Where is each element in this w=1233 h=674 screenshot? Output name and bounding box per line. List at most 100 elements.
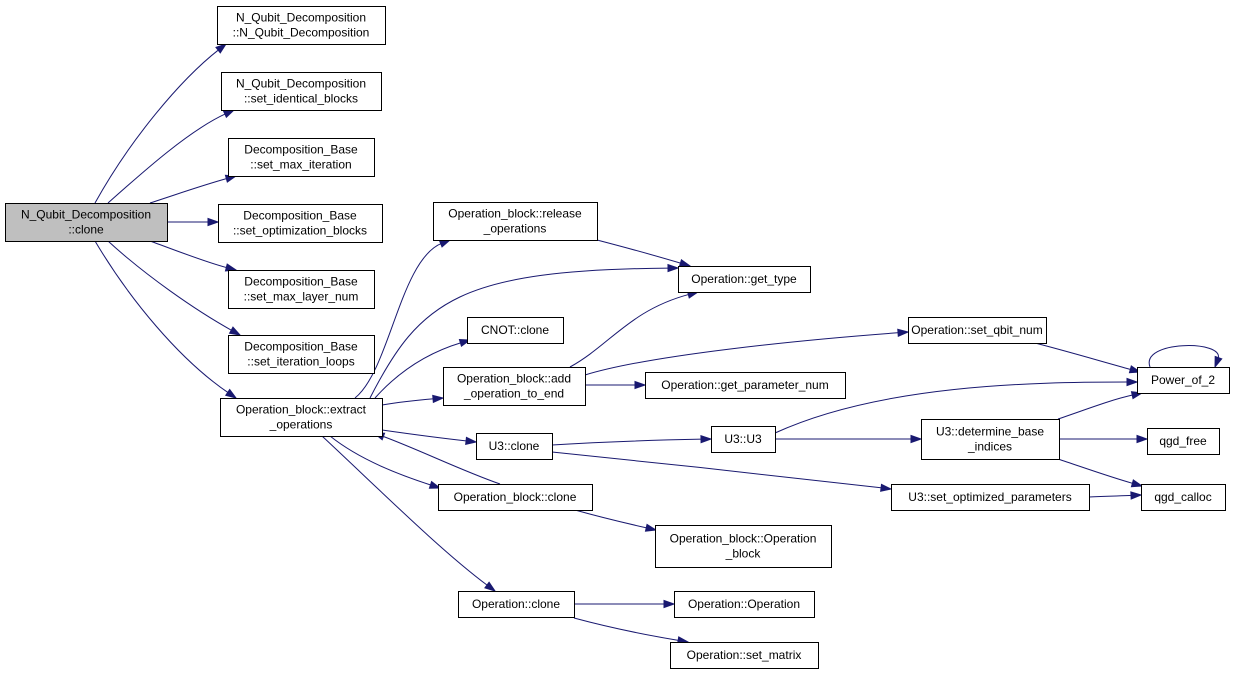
node-box bbox=[645, 372, 846, 399]
edge-n7-n8 bbox=[354, 239, 452, 399]
node-label: CNOT::clone bbox=[481, 323, 549, 337]
edge-n0-n1 bbox=[94, 43, 228, 204]
function-node[interactable]: Decomposition_Base::set_max_iteration bbox=[228, 138, 375, 177]
function-node[interactable]: N_Qubit_Decomposition::N_Qubit_Decomposi… bbox=[217, 6, 386, 45]
node-label: N_Qubit_Decomposition bbox=[21, 208, 151, 222]
edge-n11-n14 bbox=[585, 380, 647, 390]
arrowhead-icon bbox=[222, 109, 236, 119]
node-box bbox=[228, 335, 375, 374]
root-node[interactable]: N_Qubit_Decomposition::clone bbox=[5, 203, 168, 242]
node-label: _operations bbox=[269, 418, 333, 432]
node-box bbox=[1147, 428, 1220, 455]
node-box bbox=[674, 591, 815, 618]
edge-n23-n25 bbox=[573, 617, 690, 645]
arrowhead-icon bbox=[207, 217, 220, 227]
function-node[interactable]: Operation::set_qbit_num bbox=[908, 317, 1047, 344]
function-node[interactable]: Power_of_2 bbox=[1137, 367, 1230, 394]
node-box bbox=[5, 203, 168, 242]
edge-n0-n5 bbox=[149, 240, 238, 272]
node-label: Operation::set_matrix bbox=[687, 648, 802, 662]
node-label: _operations bbox=[483, 222, 547, 236]
function-node[interactable]: U3::clone bbox=[476, 433, 553, 460]
edge-n16-n17 bbox=[775, 434, 923, 444]
edge-n0-n7 bbox=[94, 240, 238, 399]
function-node[interactable]: Operation::Operation bbox=[674, 591, 815, 618]
node-label: Decomposition_Base bbox=[243, 209, 357, 223]
function-node[interactable]: U3::set_optimized_parameters bbox=[891, 484, 1090, 511]
arrowhead-icon bbox=[678, 258, 692, 268]
node-box bbox=[1141, 484, 1226, 511]
call-edges bbox=[94, 43, 1223, 645]
node-label: ::set_iteration_loops bbox=[247, 355, 354, 369]
function-node[interactable]: U3::determine_base_indices bbox=[921, 419, 1060, 460]
edge-n15-n16 bbox=[551, 435, 713, 446]
function-node[interactable]: Operation_block::extract_operations bbox=[220, 398, 383, 437]
arrowhead-icon bbox=[1126, 377, 1139, 387]
node-label: Operation::clone bbox=[472, 597, 560, 611]
function-node[interactable]: CNOT::clone bbox=[467, 317, 564, 344]
node-label: _operation_to_end bbox=[463, 387, 564, 401]
node-label: _block bbox=[725, 547, 762, 561]
node-box bbox=[220, 398, 383, 437]
node-box bbox=[228, 270, 375, 309]
function-node[interactable]: Operation_block::add_operation_to_end bbox=[443, 367, 586, 406]
function-node[interactable]: Decomposition_Base::set_optimization_blo… bbox=[218, 204, 383, 243]
node-box bbox=[476, 433, 553, 460]
edge-n23-n24 bbox=[574, 599, 676, 609]
arrowhead-icon bbox=[438, 239, 452, 248]
node-label: U3::U3 bbox=[724, 432, 762, 446]
node-box bbox=[458, 591, 575, 618]
function-node[interactable]: Operation_block::clone bbox=[438, 484, 593, 511]
arrowhead-icon bbox=[224, 263, 238, 272]
edge-n17-n21 bbox=[1057, 458, 1144, 488]
function-node[interactable]: Operation_block::release_operations bbox=[433, 202, 598, 241]
arrowhead-icon bbox=[897, 328, 910, 337]
function-node[interactable]: N_Qubit_Decomposition::set_identical_blo… bbox=[221, 72, 382, 111]
edge-n0-n3 bbox=[149, 174, 238, 204]
arrowhead-icon bbox=[667, 263, 680, 273]
edge-n11-n12 bbox=[584, 328, 910, 376]
edge-n16-n13 bbox=[774, 377, 1139, 434]
arrowhead-icon bbox=[465, 436, 478, 446]
node-label: ::set_max_layer_num bbox=[244, 290, 359, 304]
arrowhead-icon bbox=[880, 483, 893, 492]
node-label: Operation_block::Operation bbox=[670, 532, 817, 546]
function-node[interactable]: qgd_free bbox=[1147, 428, 1220, 455]
node-box bbox=[443, 367, 586, 406]
node-box bbox=[670, 642, 819, 669]
function-node[interactable]: Operation::get_parameter_num bbox=[645, 372, 846, 399]
node-label: ::set_optimization_blocks bbox=[233, 224, 367, 238]
node-box bbox=[908, 317, 1047, 344]
call-nodes: N_Qubit_Decomposition::cloneN_Qubit_Deco… bbox=[5, 6, 1230, 669]
node-label: Decomposition_Base bbox=[244, 143, 358, 157]
edge-n12-n13 bbox=[1034, 342, 1142, 374]
function-node[interactable]: Operation::get_type bbox=[678, 266, 811, 293]
edge-n17-n18 bbox=[1059, 434, 1149, 444]
function-node[interactable]: U3::U3 bbox=[711, 426, 776, 453]
arrowhead-icon bbox=[1130, 479, 1144, 488]
arrowhead-icon bbox=[663, 599, 676, 609]
function-node[interactable]: Decomposition_Base::set_iteration_loops bbox=[228, 335, 375, 374]
function-node[interactable]: qgd_calloc bbox=[1141, 484, 1226, 511]
node-label: Operation::get_parameter_num bbox=[661, 378, 828, 392]
node-box bbox=[1137, 367, 1230, 394]
arrowhead-icon bbox=[224, 388, 238, 399]
arrowhead-icon bbox=[700, 435, 713, 444]
arrowhead-icon bbox=[1130, 491, 1143, 500]
edge-n7-n15 bbox=[381, 429, 478, 446]
node-box bbox=[467, 317, 564, 344]
edge-n7-n11 bbox=[381, 394, 445, 406]
node-label: Operation::set_qbit_num bbox=[911, 323, 1042, 337]
function-node[interactable]: Decomposition_Base::set_max_layer_num bbox=[228, 270, 375, 309]
edge-n0-n2 bbox=[107, 109, 236, 204]
arrowhead-icon bbox=[432, 394, 445, 404]
node-label: Power_of_2 bbox=[1151, 373, 1215, 387]
node-box bbox=[221, 72, 382, 111]
function-node[interactable]: Operation::clone bbox=[458, 591, 575, 618]
function-node[interactable]: Operation_block::Operation_block bbox=[655, 525, 832, 568]
node-label: N_Qubit_Decomposition bbox=[236, 77, 366, 91]
function-node[interactable]: Operation::set_matrix bbox=[670, 642, 819, 669]
arrowhead-icon bbox=[910, 434, 923, 444]
node-label: Operation::Operation bbox=[688, 597, 800, 611]
